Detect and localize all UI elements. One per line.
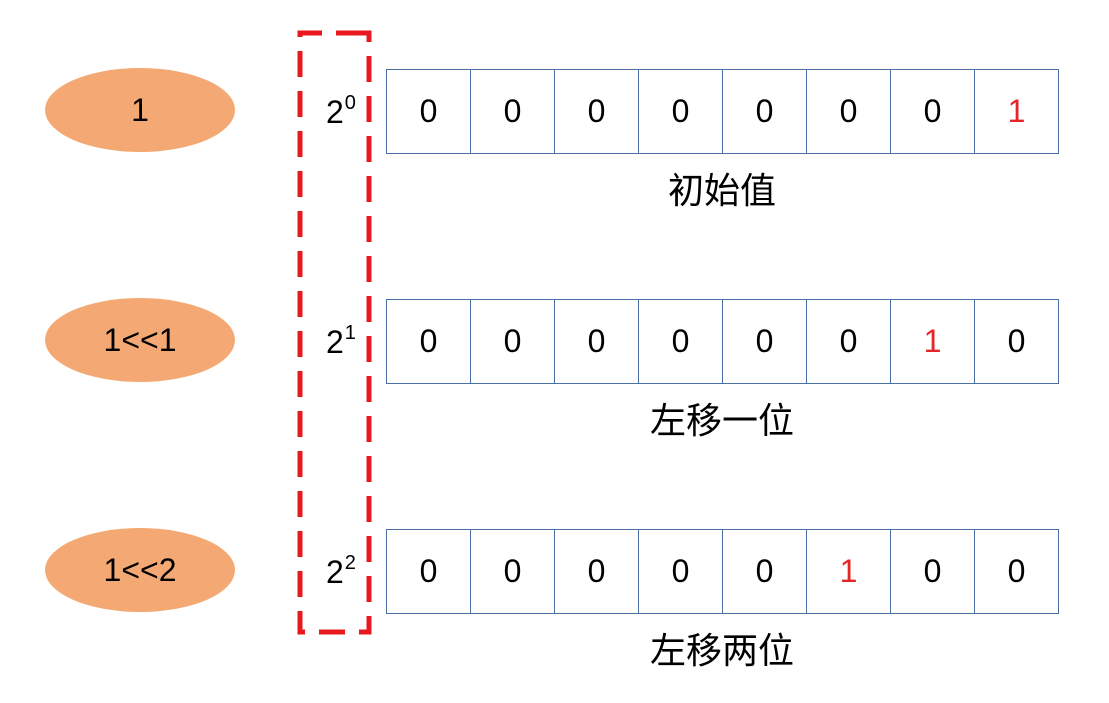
ellipse-label: 1 bbox=[131, 91, 149, 128]
bit-cell: 0 bbox=[471, 299, 555, 384]
bit-cell-highlighted: 1 bbox=[891, 299, 975, 384]
bit-cell-highlighted: 1 bbox=[807, 529, 891, 614]
bit-cell: 0 bbox=[555, 69, 639, 154]
power-base: 2 bbox=[326, 94, 344, 130]
bit-cell: 0 bbox=[471, 69, 555, 154]
ellipse-label: 1<<1 bbox=[103, 321, 177, 358]
power-base: 2 bbox=[326, 554, 344, 590]
bit-cell: 0 bbox=[723, 529, 807, 614]
bit-cell: 0 bbox=[555, 299, 639, 384]
bit-cell: 0 bbox=[639, 69, 723, 154]
bit-cell: 0 bbox=[387, 69, 471, 154]
caption-shift-one: 左移一位 bbox=[649, 401, 794, 442]
ellipse-value-shift-2: 1<<2 bbox=[45, 528, 235, 612]
bit-cell: 0 bbox=[387, 529, 471, 614]
bit-cell: 0 bbox=[471, 529, 555, 614]
power-of-two-0: 20 bbox=[326, 93, 356, 130]
power-exponent: 2 bbox=[344, 552, 356, 574]
bit-cell-highlighted: 1 bbox=[975, 69, 1059, 154]
power-exponent: 0 bbox=[344, 92, 356, 114]
bit-cell: 0 bbox=[723, 69, 807, 154]
power-of-two-1: 21 bbox=[326, 323, 356, 360]
power-base: 2 bbox=[326, 324, 344, 360]
bit-cell: 0 bbox=[555, 529, 639, 614]
ellipse-value-shift-1: 1<<1 bbox=[45, 298, 235, 382]
bit-cell: 0 bbox=[639, 299, 723, 384]
bit-cell: 0 bbox=[891, 529, 975, 614]
power-exponent: 1 bbox=[344, 322, 356, 344]
bit-cell: 0 bbox=[639, 529, 723, 614]
bit-cell: 0 bbox=[975, 299, 1059, 384]
bit-cell: 0 bbox=[891, 69, 975, 154]
dashed-bracket-line bbox=[297, 30, 372, 635]
power-of-two-2: 22 bbox=[326, 553, 356, 590]
bit-row-0: 0 0 0 0 0 0 0 1 bbox=[386, 69, 1059, 154]
caption-shift-two: 左移两位 bbox=[649, 631, 794, 672]
bit-cell: 0 bbox=[975, 529, 1059, 614]
bit-cell: 0 bbox=[723, 299, 807, 384]
bit-row-1: 0 0 0 0 0 0 1 0 bbox=[386, 299, 1059, 384]
bit-cell: 0 bbox=[807, 69, 891, 154]
caption-initial-value: 初始值 bbox=[667, 171, 776, 212]
ellipse-label: 1<<2 bbox=[103, 551, 177, 588]
bit-cell: 0 bbox=[807, 299, 891, 384]
bit-cell: 0 bbox=[387, 299, 471, 384]
bit-row-2: 0 0 0 0 0 1 0 0 bbox=[386, 529, 1059, 614]
ellipse-value-1: 1 bbox=[45, 68, 235, 152]
